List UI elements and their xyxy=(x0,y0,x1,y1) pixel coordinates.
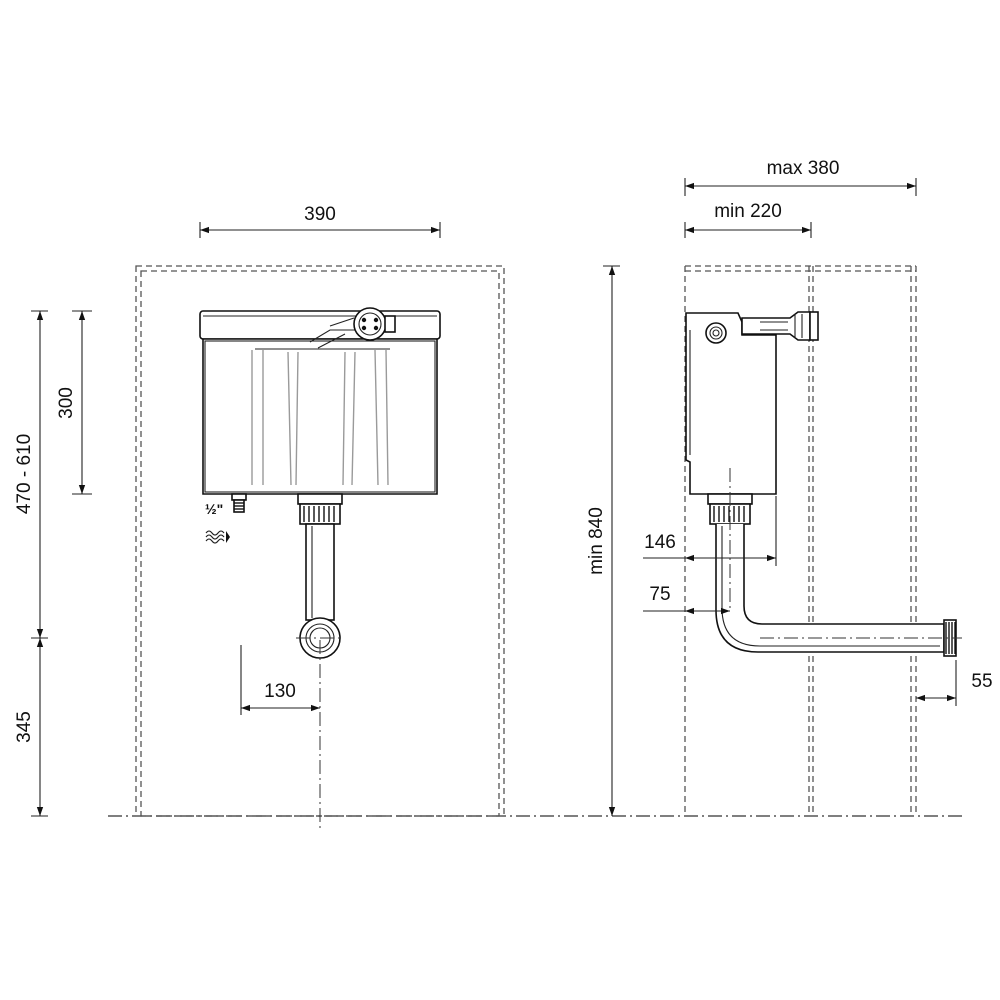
dim-min-depth: min 220 xyxy=(684,201,812,238)
inlet-size-label: ½" xyxy=(205,501,223,517)
dim-outlet-depth: 146 xyxy=(643,496,777,566)
dim-min-height: min 840 xyxy=(586,265,620,816)
pipe-offset-label: 75 xyxy=(649,584,670,605)
front-float-valve xyxy=(329,307,396,341)
install-height-label: 470 - 610 xyxy=(14,434,35,514)
dim-cistern-height: 300 xyxy=(56,310,92,495)
cistern-height-label: 300 xyxy=(56,387,77,419)
dim-pipe-offset: 75 xyxy=(643,584,730,615)
front-width-label: 390 xyxy=(304,204,336,225)
front-inlet-fitting: ½" xyxy=(205,493,247,544)
max-depth-label: max 380 xyxy=(767,158,840,179)
dim-install-height: 470 - 610 xyxy=(14,310,48,639)
side-view: max 380 min 220 min 840 146 75 xyxy=(586,158,993,816)
outlet-depth-label: 146 xyxy=(644,532,676,553)
front-cistern xyxy=(199,310,441,495)
front-view: ½" xyxy=(14,204,505,830)
side-flush-pipe xyxy=(715,524,957,657)
dim-max-depth: max 380 xyxy=(684,158,917,196)
front-outlet-pipe xyxy=(297,493,343,659)
outlet-offset-label: 130 xyxy=(264,681,296,702)
min-height-label: min 840 xyxy=(586,507,607,575)
dim-front-width: 390 xyxy=(199,204,441,238)
water-flow-icon xyxy=(205,530,230,544)
dim-front-outlet-offset: 130 xyxy=(240,645,320,715)
floor-to-outlet-label: 345 xyxy=(14,711,35,743)
spigot-label: 55 xyxy=(971,671,992,692)
side-frame-outline xyxy=(684,265,917,816)
side-cistern xyxy=(685,311,819,495)
dim-floor-to-outlet: 345 xyxy=(14,638,48,817)
dim-spigot: 55 xyxy=(916,660,993,706)
min-depth-label: min 220 xyxy=(714,201,782,222)
